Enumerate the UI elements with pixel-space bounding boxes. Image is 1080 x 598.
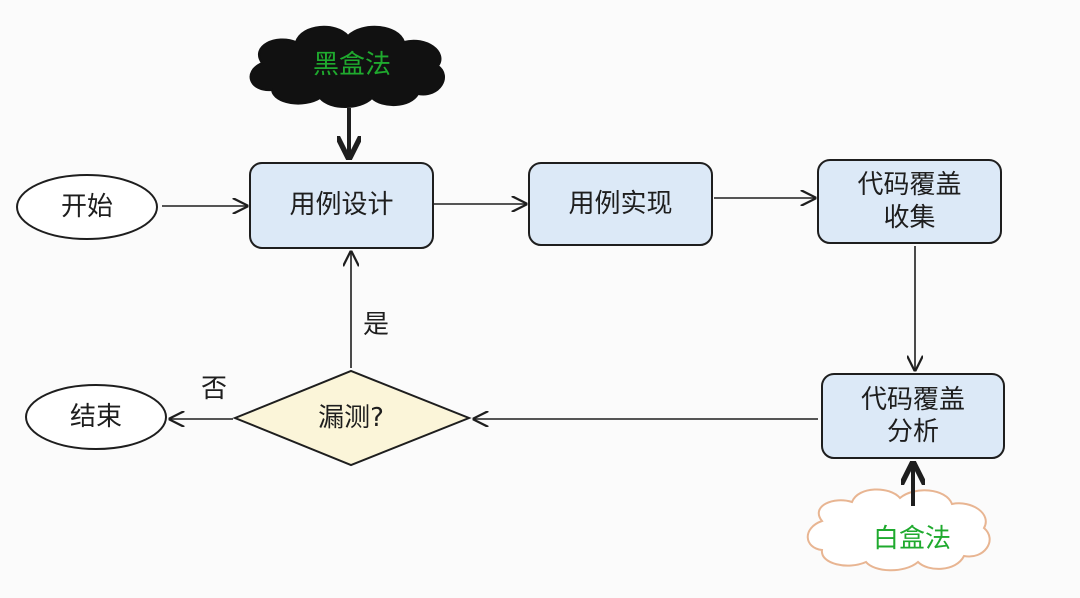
no-edge-label: 否: [200, 373, 227, 404]
start-node-shape: [16, 174, 158, 240]
end-node-shape: [25, 384, 167, 450]
case-design-label: 用例设计: [289, 190, 394, 221]
coverage-analysis-box: [821, 373, 1005, 459]
black-box-cloud: [249, 25, 445, 108]
decision-diamond: [232, 369, 472, 467]
case-impl-box: [528, 162, 713, 246]
end-label: 结束: [69, 401, 122, 432]
case-design-box: [249, 162, 434, 249]
coverage-collect-box: [817, 159, 1002, 244]
coverage-collect-label: 代码覆盖 收集: [857, 170, 962, 233]
black-box-label: 黑盒法: [312, 49, 391, 80]
yes-edge-label: 是: [362, 309, 389, 340]
white-box-cloud: [806, 488, 991, 572]
coverage-analysis-label: 代码覆盖 分析: [860, 384, 965, 448]
case-impl-label: 用例实现: [568, 188, 673, 219]
decision-label: 漏测?: [318, 402, 384, 433]
start-label: 开始: [60, 191, 113, 222]
white-box-label: 白盒法: [872, 523, 951, 554]
